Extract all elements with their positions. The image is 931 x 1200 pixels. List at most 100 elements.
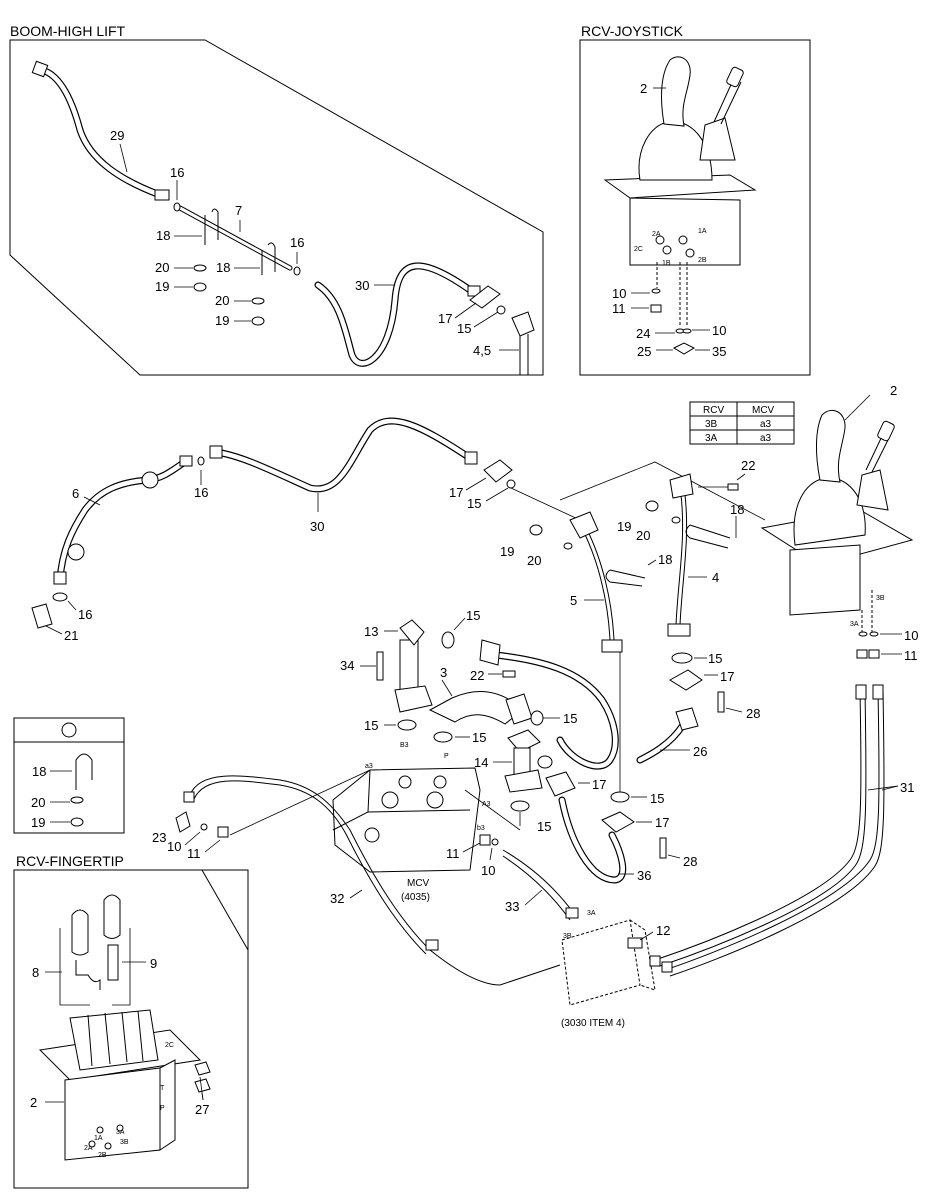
- fin-2c: 2C: [165, 1042, 174, 1049]
- fin-3a: 3A: [116, 1129, 125, 1136]
- fitting-11c: [856, 649, 868, 659]
- callout-m-15d: 15: [364, 718, 378, 733]
- hose-29-end: [154, 189, 170, 201]
- callout-m-21: 21: [64, 628, 78, 643]
- plug-21: [31, 603, 53, 629]
- callout-m-17d: 17: [655, 815, 669, 830]
- o-ring-10b-main: [491, 838, 499, 846]
- boom-high-lift-frame: [9, 39, 544, 376]
- main-joystick-knob: [877, 420, 895, 442]
- mcv-port-a3: a3: [365, 763, 373, 770]
- callout-f-9: 9: [150, 956, 157, 971]
- elbow-14-top: [507, 729, 541, 753]
- fin-2b: 2B: [98, 1152, 107, 1159]
- flange-17c: [545, 771, 576, 797]
- mcv-port-B3: B3: [400, 742, 409, 749]
- washer-20a-main: [671, 516, 681, 524]
- tube-6: [57, 459, 188, 583]
- callout-29: 29: [110, 128, 124, 143]
- callout-f-27: 27: [195, 1102, 209, 1117]
- tube-4: [676, 493, 687, 627]
- o-ring-15f: [671, 652, 693, 664]
- rcv-mcv-table: RCV MCV 3B a3 3A a3: [689, 401, 795, 445]
- detail-frame: [13, 717, 125, 834]
- u-bolt-18b-main: [605, 569, 646, 587]
- callout-m-3: 3: [440, 665, 447, 680]
- callout-rj-2: 2: [640, 81, 647, 96]
- callout-m-11c: 11: [904, 648, 918, 663]
- item-3030-label: (3030 ITEM 4): [561, 1018, 625, 1029]
- fin-2a: 2A: [84, 1145, 93, 1152]
- o-ring-15b: [441, 631, 455, 649]
- nut-19b-main: [529, 524, 543, 536]
- rcv-joystick-title: RCV-JOYSTICK: [581, 23, 684, 39]
- callout-19b: 19: [215, 313, 229, 328]
- callout-m-36: 36: [637, 868, 651, 883]
- callout-m-20b: 20: [527, 553, 541, 568]
- o-ring-10a-main: [200, 823, 208, 831]
- callout-m-22a: 22: [741, 458, 755, 473]
- boom-high-lift-title: BOOM-HIGH LIFT: [10, 23, 126, 39]
- callout-16a: 16: [170, 165, 184, 180]
- callout-rj-24: 24: [636, 326, 650, 341]
- o-ring-15g: [610, 791, 630, 803]
- table-cell-r2c1: 3A: [705, 433, 718, 444]
- table-header-rcv: RCV: [703, 405, 724, 416]
- callout-m-10b: 10: [481, 863, 495, 878]
- joy-3b: 3B: [876, 595, 885, 602]
- fin-1a: 1A: [94, 1135, 103, 1142]
- hose-31a-end: [855, 684, 867, 700]
- hose-26-elbow: [675, 707, 699, 731]
- item-port-3a: 3A: [587, 910, 596, 917]
- o-ring-15: [496, 305, 506, 315]
- callout-d-19: 19: [31, 815, 45, 830]
- table-header-mcv: MCV: [752, 405, 775, 416]
- callout-45: 4,5: [473, 343, 491, 358]
- fitting-11: [650, 304, 662, 313]
- mcv-port-P: P: [444, 753, 449, 760]
- hose-31a: [654, 689, 867, 967]
- callout-f-2: 2: [30, 1095, 37, 1110]
- callout-20a: 20: [155, 260, 169, 275]
- elbow-14-flange: [504, 769, 543, 793]
- fingertip-knob-b: [103, 894, 121, 939]
- joy-label-2c: 2C: [634, 246, 643, 253]
- callout-rj-11: 11: [612, 301, 626, 316]
- flange-17a: [483, 459, 513, 483]
- fitting-25-35: [672, 342, 696, 355]
- callout-m-13: 13: [364, 624, 378, 639]
- callout-m-4: 4: [712, 570, 719, 585]
- tube-6-clamp-a: [141, 471, 159, 489]
- fitting-11a: [217, 826, 229, 838]
- fin-3b: 3B: [120, 1139, 129, 1146]
- main-joystick-handle: [815, 410, 846, 483]
- hose-32-end: [425, 939, 439, 951]
- rcv-joystick-panel: RCV-JOYSTICK 2A 2C 1A 1B 2B 2 10 11 24: [579, 23, 811, 376]
- detail-symbol-icon: [61, 722, 77, 738]
- callout-m-32: 32: [330, 891, 344, 906]
- fitting-12: [627, 937, 643, 949]
- fingertip-fitting-27b: [194, 1078, 211, 1093]
- elbow-3: [428, 691, 521, 725]
- tube-4-flange-top: [669, 473, 694, 499]
- hose-31b: [664, 689, 885, 977]
- fingertip-lever-8: [75, 960, 101, 990]
- callout-m-11a: 11: [187, 846, 201, 861]
- callout-16b: 16: [290, 235, 304, 250]
- elbow-23: [175, 811, 191, 833]
- callout-m-33: 33: [505, 899, 519, 914]
- elbow-13-flange: [394, 685, 433, 713]
- o-ring-10b: [682, 328, 692, 334]
- tube-6-end: [179, 455, 193, 467]
- table-cell-r1c1: 3B: [705, 419, 718, 430]
- boom-high-lift-panel: BOOM-HIGH LIFT 29 16 7 18: [9, 23, 544, 376]
- callout-m-15g: 15: [650, 791, 664, 806]
- rcv-fingertip-title: RCV-FINGERTIP: [16, 853, 124, 869]
- callout-m-5: 5: [570, 593, 577, 608]
- callout-m-12: 12: [656, 923, 670, 938]
- tube-5: [583, 528, 614, 642]
- callout-18b: 18: [216, 260, 230, 275]
- callout-m-23: 23: [152, 830, 166, 845]
- detail-nut: [70, 817, 84, 827]
- callout-m-20a: 20: [636, 528, 650, 543]
